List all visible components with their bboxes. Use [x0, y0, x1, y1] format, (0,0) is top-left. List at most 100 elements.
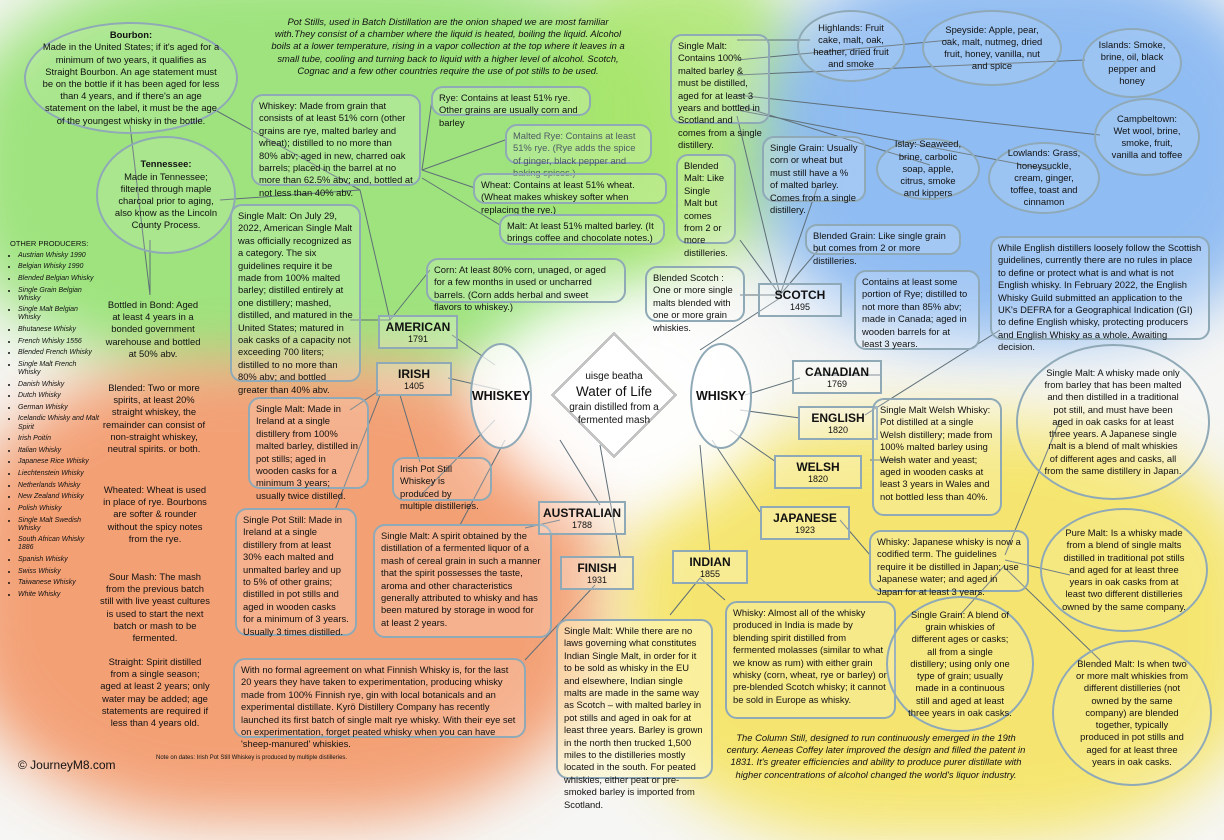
- australian-year: 1788: [571, 520, 593, 530]
- whiskey-ellipse: WHISKEY: [470, 343, 532, 449]
- center-line3: grain distilled from a fermented mash: [569, 401, 659, 426]
- irish-pot-still-box: Irish Pot Still Whiskey is produced by m…: [392, 457, 492, 511]
- irish-single-malt-box: Single Malt: Made in Ireland at a single…: [248, 397, 369, 501]
- blended-scotch-box: Blended Scotch : One or more single malt…: [645, 266, 745, 333]
- welsh-box: Single Malt Welsh Whisky: Pot distilled …: [872, 398, 1002, 516]
- other-producer-item: Swiss Whisky: [18, 568, 100, 576]
- finnish-box: With no formal agreement on what Finnish…: [233, 658, 526, 749]
- canadian-box: Contains at least some portion of Rye; d…: [854, 270, 980, 350]
- journeym8-credit: © JourneyM8.com: [18, 758, 116, 772]
- scotch-single-malt-box: Single Malt: Contains 100% malted barley…: [670, 34, 770, 150]
- malt-box: Malt: At least 51% malted barley. (It br…: [499, 214, 665, 245]
- other-producer-item: Danish Whisky: [18, 381, 100, 389]
- indian-year: 1855: [699, 569, 721, 579]
- welsh-year: 1820: [807, 474, 829, 484]
- other-producer-item: Single Grain Belgian Whisky: [18, 287, 100, 303]
- other-producer-item: Belgian Whisky 1990: [18, 263, 100, 271]
- other-producer-item: Netherlands Whisky: [18, 482, 100, 490]
- other-producer-item: New Zealand Whisky: [18, 493, 100, 501]
- american-name: AMERICAN: [385, 320, 451, 334]
- wheated-info: Wheated: Wheat is used in place of rye. …: [103, 484, 207, 544]
- whisky-ellipse: WHISKY: [690, 343, 752, 449]
- bourbon-title: Bourbon:: [109, 29, 153, 41]
- indian-name: INDIAN: [689, 555, 731, 569]
- dates-note: Note on dates: Irish Pot Still Whiskey i…: [156, 755, 348, 761]
- japanese-name: JAPANESE: [773, 511, 837, 525]
- australian-name: AUSTRALIAN: [543, 506, 621, 520]
- pot-stills-note: Pot Stills, used in Batch Distillation a…: [271, 16, 625, 76]
- rye-box: Rye: Contains at least 51% rye. Other gr…: [431, 86, 591, 128]
- bourbon-text: Made in the United States; if it's aged …: [42, 41, 220, 126]
- straight-info: Straight: Spirit distilled from a single…: [100, 656, 210, 729]
- other-producer-item: Bhutanese Whisky: [18, 326, 100, 334]
- lowlands-bubble: Lowlands: Grass, honeysuckle, cream, gin…: [988, 142, 1100, 214]
- other-producer-item: Italian Whisky: [18, 447, 100, 455]
- canadian-year: 1769: [826, 379, 848, 389]
- japanese-single-grain-bubble: Single Grain: A blend of grain whiskies …: [886, 596, 1034, 732]
- japanese-year: 1923: [794, 525, 816, 535]
- highlands-bubble: Highlands: Fruit cake, malt, oak, heathe…: [797, 10, 905, 82]
- islands-bubble: Islands: Smoke, brine, oil, black pepper…: [1082, 28, 1182, 98]
- english-box: While English distillers loosely follow …: [990, 236, 1210, 352]
- blended-info: Blended: Two or more spirits, at least 2…: [102, 382, 206, 455]
- irish-name: IRISH: [397, 367, 430, 381]
- campbeltown-bubble: Campbeltown: Wet wool, brine, smoke, fru…: [1094, 98, 1200, 176]
- column-still-note: The Column Still, designed to run contin…: [726, 732, 1026, 780]
- scotch-name: SCOTCH: [774, 288, 826, 302]
- indian-whisky-box: Whisky: Almost all of the whisky produce…: [725, 601, 896, 719]
- other-producers-header: OTHER PRODUCERS:: [10, 239, 89, 248]
- finish-name: FINISH: [577, 561, 617, 575]
- blended-malt-scotch-box: Blended Malt: Like Single Malt but comes…: [676, 154, 736, 258]
- blended-grain-box: Blended Grain: Like single grain but com…: [805, 224, 961, 266]
- tennessee-text: Made in Tennessee; filtered through mapl…: [114, 170, 218, 231]
- sour-mash-info: Sour Mash: The mash from the previous ba…: [100, 571, 210, 644]
- other-producer-item: Single Malt Belgian Whisky: [18, 306, 100, 322]
- speyside-bubble: Speyside: Apple, pear, oak, malt, nutmeg…: [922, 10, 1062, 86]
- other-producer-item: Japanese Rice Whisky: [18, 458, 100, 466]
- bottled-in-bond: Bottled in Bond: Aged at least 4 years i…: [105, 299, 201, 359]
- single-pot-still-box: Single Pot Still: Made in Ireland at a s…: [235, 508, 357, 637]
- japanese-single-malt-bubble: Single Malt: A whisky made only from bar…: [1016, 344, 1210, 500]
- other-producer-item: German Whisky: [18, 404, 100, 412]
- pure-malt-bubble: Pure Malt: Is a whisky made from a blend…: [1040, 508, 1208, 632]
- japanese-whisky-box: Whisky: Japanese whisky is now a codifie…: [869, 530, 1029, 597]
- center-line1: uisge beatha: [585, 371, 643, 382]
- connector-lines: [129, 39, 1101, 661]
- other-producer-item: South African Whisky 1886: [18, 536, 100, 552]
- center-line2: Water of Life: [575, 384, 653, 399]
- american-single-malt-box: Single Malt: On July 29, 2022, American …: [230, 204, 361, 395]
- other-producer-item: Austrian Whisky 1990: [18, 252, 100, 260]
- islay-bubble: Islay: Seaweed, brine, carbolic soap, ap…: [876, 138, 980, 200]
- other-producer-item: Polish Whisky: [18, 505, 100, 513]
- other-producer-item: Blended Belgian Whisky: [18, 275, 100, 283]
- other-producer-item: Liechtenstein Whisky: [18, 470, 100, 478]
- other-producer-item: Dutch Whisky: [18, 392, 100, 400]
- bourbon-bubble: Bourbon: Made in the United States; if i…: [24, 22, 238, 134]
- tennessee-bubble: Tennessee: Made in Tennessee; filtered t…: [96, 136, 236, 254]
- other-producer-item: Single Malt French Whisky: [18, 361, 100, 377]
- other-producer-item: White Whisky: [18, 591, 100, 599]
- scotch-year: 1495: [789, 302, 811, 312]
- finish-year: 1931: [586, 575, 608, 585]
- american-whiskey-box: Whiskey: Made from grain that consists o…: [251, 94, 421, 198]
- other-producer-item: Irish Poitín: [18, 435, 100, 443]
- other-producers: OTHER PRODUCERS: Austrian Whisky 1990Bel…: [10, 239, 100, 603]
- center-text: uisge beatha Water of Life grain distill…: [556, 370, 672, 427]
- other-producer-item: Spanish Whisky: [18, 556, 100, 564]
- other-producer-item: Taiwanese Whisky: [18, 579, 100, 587]
- corn-box: Corn: At least 80% corn, unaged, or aged…: [426, 258, 626, 312]
- english-name: ENGLISH: [811, 411, 865, 425]
- welsh-name: WELSH: [796, 460, 840, 474]
- australian-single-malt-box: Single Malt: A spirit obtained by the di…: [373, 524, 552, 638]
- indian-single-malt-box: Single Malt: While there are no laws gov…: [556, 619, 713, 810]
